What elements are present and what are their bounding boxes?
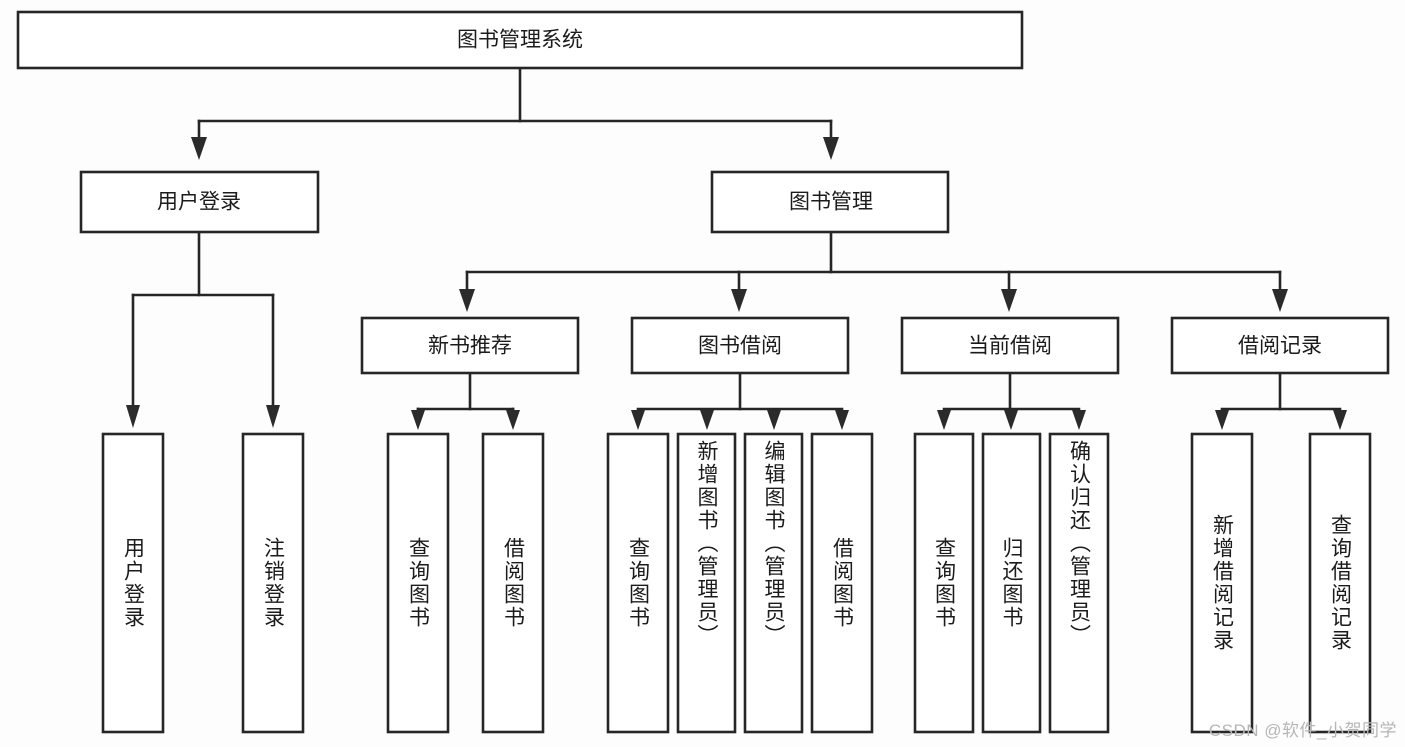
arrowhead-borrow-leaf-4 — [835, 410, 849, 430]
leaf-rect-borrow-book-2[interactable] — [810, 432, 874, 734]
node-borrow-records[interactable]: 借阅记录 — [1170, 316, 1390, 375]
arrowhead-root-to-user-login — [191, 137, 207, 160]
arrowhead-borrow-leaf-2 — [700, 410, 714, 430]
connector-group-records — [1215, 371, 1347, 430]
leaf-rect-add-record[interactable] — [1190, 432, 1254, 734]
leaf-rect-return-book[interactable] — [981, 432, 1042, 734]
arrowhead-newbook-leaf-1 — [411, 410, 425, 430]
node-borrow-records-label: 借阅记录 — [1238, 335, 1322, 358]
node-root-rect — [16, 10, 1024, 70]
connector-group-book-mgmt — [459, 230, 1288, 312]
arrowhead-borrow-leaf-3 — [767, 410, 781, 430]
node-new-book-recommend-rect — [360, 316, 580, 375]
arrowhead-newbook-leaf-2 — [506, 410, 520, 430]
node-current-borrow[interactable]: 当前借阅 — [900, 316, 1120, 375]
leaf-node-rects — [101, 432, 1372, 734]
node-book-management-rect — [710, 170, 950, 234]
leaf-rect-query-book-2[interactable] — [606, 432, 670, 734]
leaf-rect-query-book-1[interactable] — [386, 432, 450, 734]
leaf-rect-logout[interactable] — [241, 432, 305, 734]
node-book-management-label: 图书管理 — [789, 191, 873, 214]
arrowhead-records-leaf-1 — [1215, 410, 1229, 430]
connector-group-new-book — [411, 371, 520, 430]
node-new-book-recommend[interactable]: 新书推荐 — [360, 316, 580, 375]
arrowhead-userlogin-leaf-1 — [126, 405, 140, 428]
node-borrow-records-rect — [1170, 316, 1390, 375]
leaf-rect-query-book-3[interactable] — [913, 432, 975, 734]
node-user-login-rect — [79, 170, 320, 234]
arrowhead-bookmgmt-to-records — [1272, 289, 1288, 312]
leaf-rect-add-book-admin[interactable] — [676, 432, 737, 734]
leaf-rect-confirm-return-admin[interactable] — [1048, 432, 1110, 734]
leaf-rect-borrow-book-1[interactable] — [481, 432, 545, 734]
connector-group-root — [191, 66, 839, 160]
connector-group-borrow — [631, 371, 849, 430]
node-user-login-label: 用户登录 — [157, 191, 241, 214]
node-new-book-recommend-label: 新书推荐 — [428, 335, 512, 358]
leaf-rect-query-record[interactable] — [1308, 432, 1372, 734]
arrowhead-root-to-book-mgmt — [823, 137, 839, 160]
leaf-rect-user-login[interactable] — [101, 432, 165, 734]
node-current-borrow-rect — [900, 316, 1120, 375]
node-root[interactable]: 图书管理系统 — [16, 10, 1024, 70]
node-user-login[interactable]: 用户登录 — [79, 170, 320, 234]
node-book-borrow-rect — [630, 316, 850, 375]
csdn-watermark: CSDN @软件_小贺同学 — [1208, 721, 1397, 740]
connector-group-current — [937, 371, 1086, 430]
arrowhead-bookmgmt-to-borrow — [731, 289, 747, 312]
arrowhead-bookmgmt-to-current — [1001, 289, 1017, 312]
node-book-borrow[interactable]: 图书借阅 — [630, 316, 850, 375]
node-book-borrow-label: 图书借阅 — [698, 335, 782, 358]
node-book-management[interactable]: 图书管理 — [710, 170, 950, 234]
connector-group-user-login — [126, 230, 280, 428]
arrowhead-borrow-leaf-1 — [631, 410, 645, 430]
node-current-borrow-label: 当前借阅 — [968, 335, 1052, 358]
arrowhead-current-leaf-3 — [1072, 410, 1086, 430]
leaf-rect-edit-book-admin[interactable] — [743, 432, 804, 734]
arrowhead-records-leaf-2 — [1333, 410, 1347, 430]
arrowhead-bookmgmt-to-new-book — [459, 289, 475, 312]
arrowhead-current-leaf-2 — [1004, 410, 1018, 430]
arrowhead-userlogin-leaf-2 — [266, 405, 280, 428]
arrowhead-current-leaf-1 — [937, 410, 951, 430]
node-root-label: 图书管理系统 — [457, 29, 583, 52]
